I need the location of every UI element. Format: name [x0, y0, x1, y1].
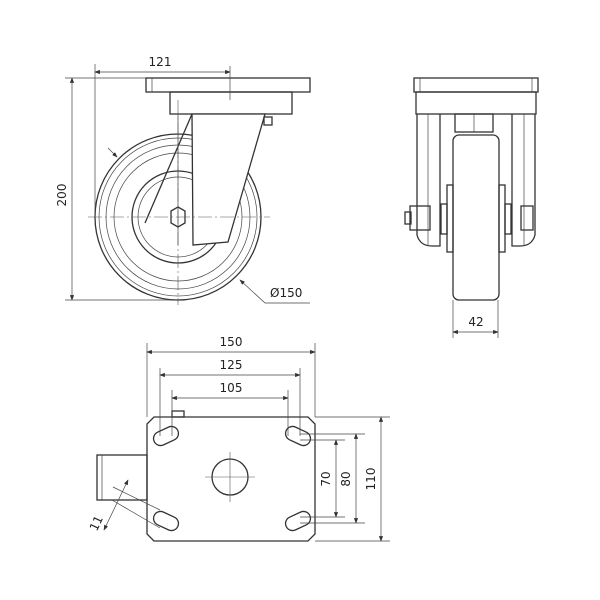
dim-width-105: 105 [220, 381, 243, 395]
dim-height-80: 80 [339, 471, 353, 486]
plate-view: 150 125 105 70 80 110 11 [87, 335, 390, 542]
dim-wheel-width-42: 42 [468, 315, 483, 329]
dim-height-200: 200 [55, 184, 69, 207]
top-plate [145, 77, 311, 93]
grease-nipple [263, 116, 273, 126]
front-view: 200 121 Ø150 [55, 55, 311, 305]
wheel-side [452, 134, 500, 301]
dim-height-110: 110 [364, 468, 378, 491]
dim-width-150: 150 [220, 335, 243, 349]
fork-leg-right [511, 114, 536, 247]
mounting-slots [152, 425, 312, 532]
swivel-block [169, 91, 293, 115]
fork [191, 113, 266, 246]
dim-slot-11: 11 [87, 513, 106, 533]
dim-diameter-150: Ø150 [270, 286, 302, 300]
mounting-plate [146, 416, 316, 542]
dim-width-125: 125 [220, 358, 243, 372]
side-view: 42 [404, 77, 539, 338]
dim-height-70: 70 [319, 471, 333, 486]
axle-nut-left [409, 205, 431, 231]
fork-leg-left [416, 114, 441, 247]
dim-width-121: 121 [149, 55, 172, 69]
